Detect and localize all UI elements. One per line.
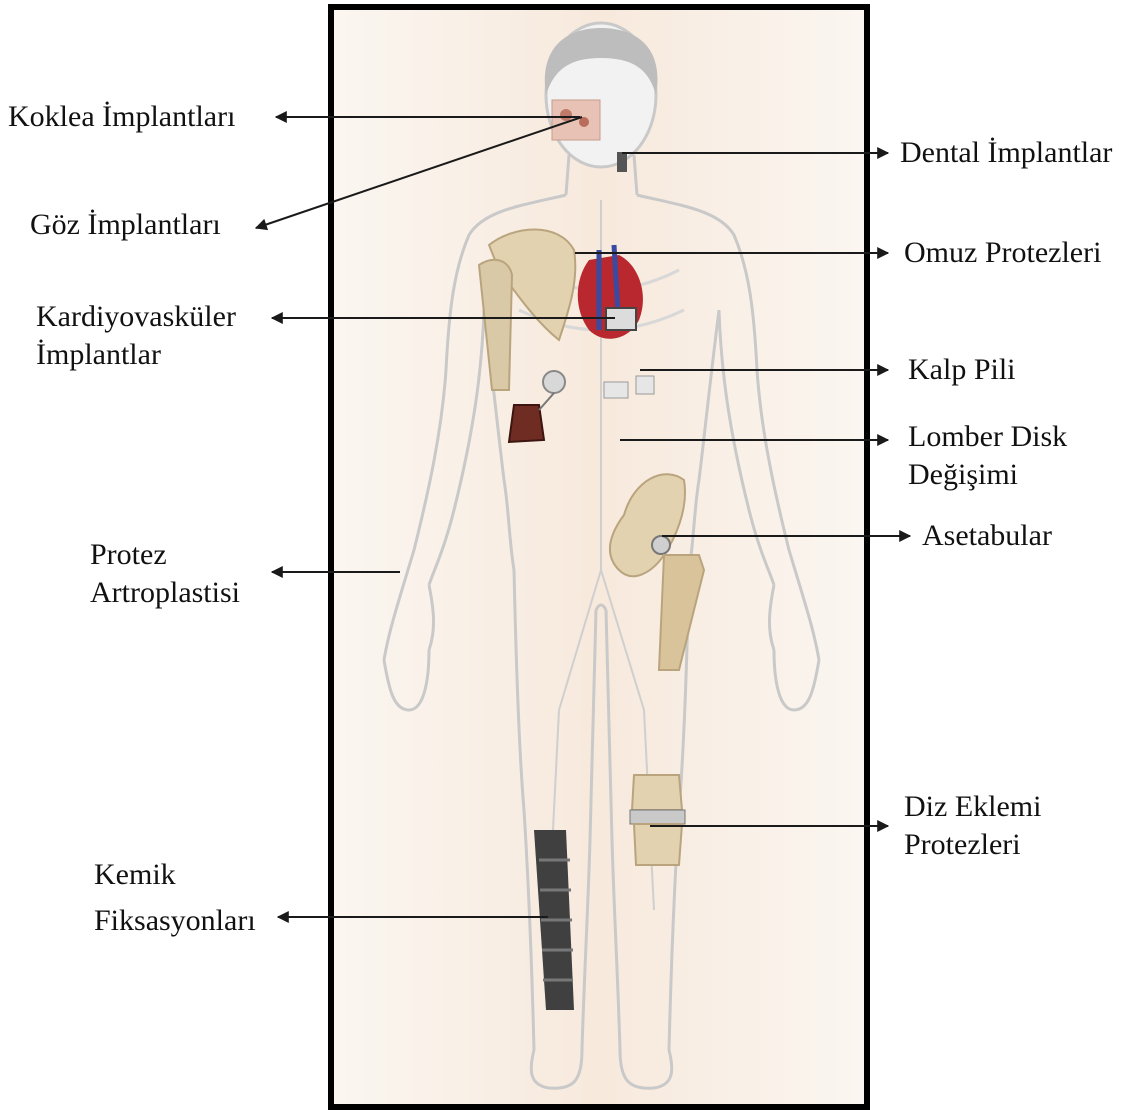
label-protez-line1: Protez <box>90 536 240 574</box>
label-omuz-text: Omuz Protezleri <box>904 234 1101 272</box>
label-koklea: Koklea İmplantları <box>8 98 235 136</box>
label-lomber-line1: Lomber Disk <box>908 418 1067 456</box>
label-kemik-line1: Kemik <box>94 856 256 894</box>
label-asetabular: Asetabular <box>922 517 1052 555</box>
label-lomber-disk: Lomber Disk Değişimi <box>908 418 1067 494</box>
label-goz: Göz İmplantları <box>30 206 221 244</box>
label-kemik-fiksasyonlari: Kemik Fiksasyonları <box>94 856 256 940</box>
label-goz-text: Göz İmplantları <box>30 206 221 244</box>
label-dental-text: Dental İmplantlar <box>900 134 1112 172</box>
label-diz-eklemi: Diz Eklemi Protezleri <box>904 788 1041 864</box>
label-kalp-pili: Kalp Pili <box>908 351 1016 389</box>
label-kalp-text: Kalp Pili <box>908 351 1016 389</box>
label-kardiyo-line1: Kardiyovasküler <box>36 298 236 336</box>
label-protez-artroplastisi: Protez Artroplastisi <box>90 536 240 612</box>
arrow-goz <box>256 117 582 228</box>
label-diz-line1: Diz Eklemi <box>904 788 1041 826</box>
label-kardiyovaskuler: Kardiyovasküler İmplantlar <box>36 298 236 374</box>
label-protez-line2: Artroplastisi <box>90 574 240 612</box>
label-kardiyo-line2: İmplantlar <box>36 336 236 374</box>
label-lomber-line2: Değişimi <box>908 456 1067 494</box>
label-dental: Dental İmplantlar <box>900 134 1112 172</box>
label-diz-line2: Protezleri <box>904 826 1041 864</box>
label-koklea-text: Koklea İmplantları <box>8 98 235 136</box>
label-asetabular-text: Asetabular <box>922 517 1052 555</box>
label-omuz: Omuz Protezleri <box>904 234 1101 272</box>
label-kemik-line2: Fiksasyonları <box>94 902 256 940</box>
